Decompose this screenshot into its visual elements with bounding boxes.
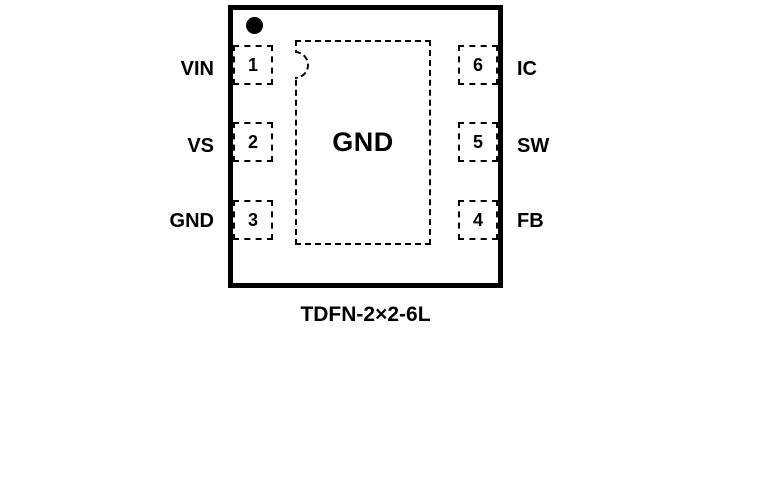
pin-label-vin: VIN: [180, 58, 214, 80]
pad-5-number: 5: [472, 131, 483, 152]
pad-1-number: 1: [247, 54, 258, 75]
exposed-pad-label: GND: [332, 127, 394, 157]
pad-3: 3: [233, 200, 273, 240]
package-body: 1 2 3 6 5 4 GND: [228, 5, 503, 288]
pin-label-sw: SW: [517, 135, 550, 157]
pin1-indicator-dot: [246, 17, 263, 34]
pad-4: 4: [458, 200, 498, 240]
pad-2-number: 2: [247, 131, 258, 152]
pad-2: 2: [233, 122, 273, 162]
pad-5: 5: [458, 122, 498, 162]
package-caption: TDFN-2×2-6L: [300, 303, 431, 326]
exposed-pad: GND: [295, 40, 431, 245]
pin-label-vs: VS: [187, 135, 214, 157]
pin-label-fb: FB: [517, 210, 544, 232]
pad-6-number: 6: [472, 54, 483, 75]
exposed-pad-notch: [295, 51, 309, 79]
pad-3-number: 3: [247, 209, 258, 230]
pad-6: 6: [458, 45, 498, 85]
pad-1: 1: [233, 45, 273, 85]
pin-label-ic: IC: [517, 58, 537, 80]
pin-label-gnd: GND: [169, 210, 214, 232]
pad-4-number: 4: [472, 209, 483, 230]
